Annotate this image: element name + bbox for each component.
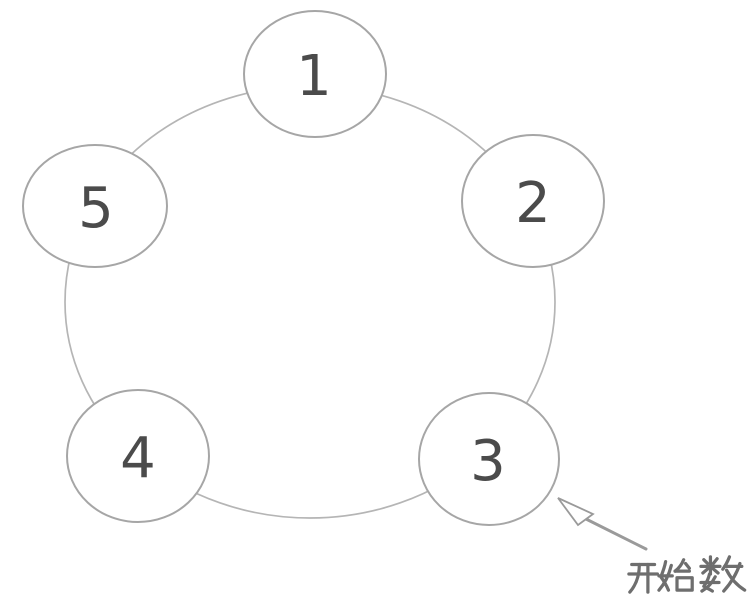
node-5-circle xyxy=(22,144,168,268)
node-1: 1 xyxy=(243,10,387,138)
glyph-kai xyxy=(627,562,660,594)
node-4: 4 xyxy=(66,389,210,523)
node-2: 2 xyxy=(461,134,605,268)
node-5-label: 5 xyxy=(78,176,114,241)
glyph-shi xyxy=(657,558,694,592)
node-3: 3 xyxy=(418,392,560,526)
node-2-circle xyxy=(461,134,605,268)
annotation-text xyxy=(627,555,747,594)
start-annotation xyxy=(557,497,747,594)
arrowhead-icon xyxy=(557,497,595,527)
arrow-shaft xyxy=(584,517,648,551)
node-3-circle xyxy=(418,392,560,526)
node-5: 5 xyxy=(22,144,168,268)
node-3-label: 3 xyxy=(470,429,506,494)
node-2-label: 2 xyxy=(515,171,551,236)
annotation-arrow xyxy=(557,497,648,551)
node-4-circle xyxy=(66,389,210,523)
node-1-circle xyxy=(243,10,387,138)
node-4-label: 4 xyxy=(120,426,156,491)
node-1-label: 1 xyxy=(296,44,332,109)
annotation-text-glyphs xyxy=(627,555,747,594)
glyph-shu xyxy=(699,555,747,593)
